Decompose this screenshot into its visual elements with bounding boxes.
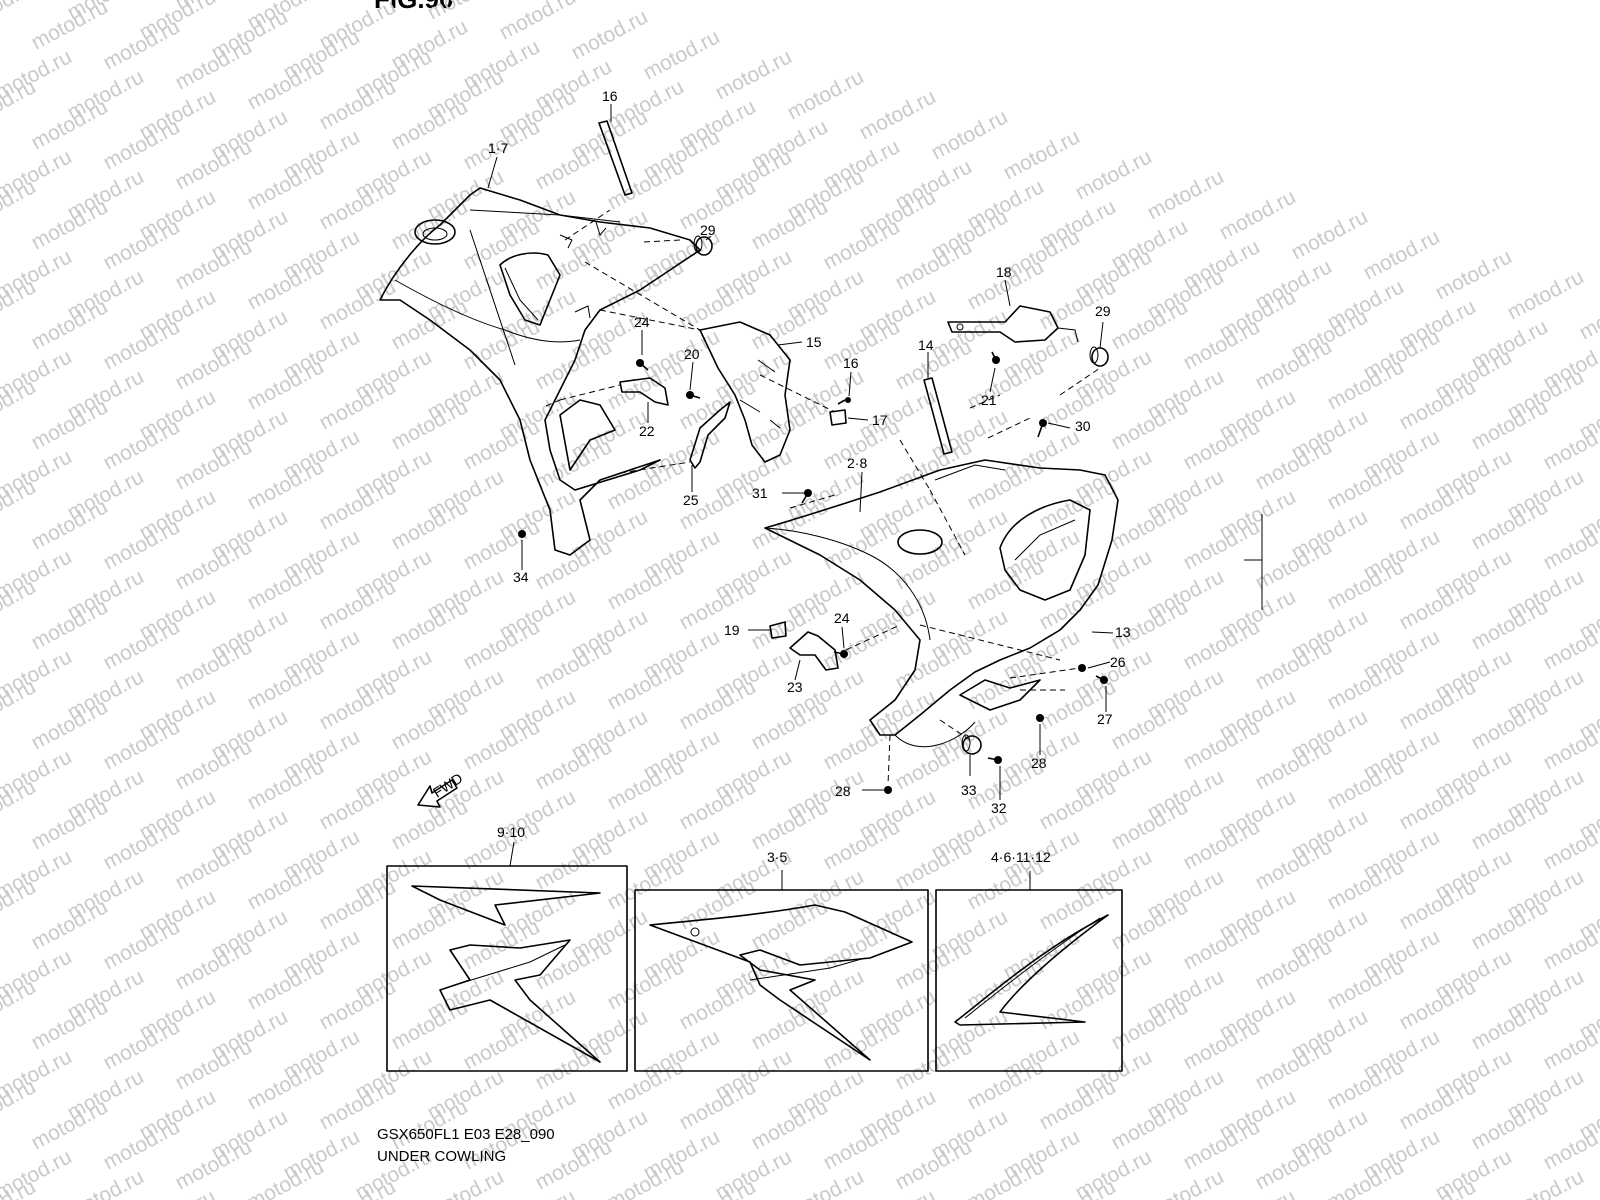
- collar-33: [961, 734, 982, 755]
- screw-27: [1095, 675, 1108, 684]
- watermark-text: motod.ru: [928, 105, 1012, 164]
- callout-21: 21: [981, 392, 997, 408]
- callout-14: 14: [918, 337, 934, 353]
- callout-3-5: 3·5: [767, 849, 787, 865]
- screw-21: [991, 351, 1000, 364]
- screw-26: [1078, 664, 1086, 672]
- inset-box-3-5: [634, 889, 929, 1072]
- screw-28-right: [1036, 714, 1044, 722]
- screw-31: [801, 489, 812, 504]
- watermark-text: motod.ru: [784, 1165, 868, 1200]
- grommet-29-left: [693, 235, 713, 256]
- strip-16: [598, 120, 633, 196]
- callout-23: 23: [787, 679, 803, 695]
- strip-14: [923, 377, 953, 455]
- leader-lines: [487, 104, 1263, 890]
- watermark-text: motod.ru: [1360, 225, 1444, 284]
- bracket-23: [789, 631, 839, 671]
- watermark-text: motod.ru: [1072, 145, 1156, 204]
- callout-26: 26: [1110, 654, 1126, 670]
- watermark-text: motod.ru: [1216, 185, 1300, 244]
- screw-34: [518, 530, 526, 538]
- watermark-text: motod.ru: [1432, 245, 1516, 304]
- callout-30: 30: [1075, 418, 1091, 434]
- clip-19: [769, 621, 787, 639]
- callout-16-mid: 16: [843, 355, 859, 371]
- watermark-text: motod.ru: [64, 1165, 148, 1200]
- callout-29-left: 29: [700, 222, 716, 238]
- model-code: GSX650FL1 E03 E28_090: [377, 1126, 555, 1143]
- callout-22: 22: [639, 423, 655, 439]
- screw-32: [987, 756, 1002, 764]
- callout-28-left: 28: [835, 783, 851, 799]
- bracket-18: [947, 305, 1059, 343]
- callout-9-10: 9·10: [497, 824, 525, 840]
- callout-labels: 16 1·7 29 18 29 15 24 20 16 14 17 22 21 …: [488, 88, 1131, 865]
- watermark-text: motod.ru: [1504, 1165, 1588, 1200]
- callout-24-right: 24: [834, 610, 850, 626]
- screw-30: [1037, 419, 1047, 438]
- callout-13: 13: [1115, 624, 1131, 640]
- watermark-text: motod.ru: [496, 0, 580, 44]
- callout-29-right: 29: [1095, 303, 1111, 319]
- watermark-text: motod.ru: [784, 65, 868, 124]
- screw-16-b: [837, 397, 851, 405]
- watermark-text: motod.ru: [424, 0, 508, 24]
- watermark-text: motod.ru: [1288, 205, 1372, 264]
- assembly-lines: [545, 209, 1101, 786]
- callout-33: 33: [961, 782, 977, 798]
- callout-27: 27: [1097, 711, 1113, 727]
- inset-box-9-10: [386, 865, 628, 1072]
- section-title: UNDER COWLING: [377, 1148, 507, 1165]
- callout-32: 32: [991, 800, 1007, 816]
- callout-17: 17: [872, 412, 888, 428]
- watermark-text: motod.ru: [640, 25, 724, 84]
- watermark-text: motod.ru: [712, 45, 796, 104]
- screw-28-left: [884, 786, 892, 794]
- watermark-text: motod.ru: [1144, 1165, 1228, 1200]
- bracket-25: [689, 401, 731, 469]
- grommet-29-right: [1089, 346, 1109, 367]
- watermark-text: motod.ru: [856, 85, 940, 144]
- right-under-cowling: [764, 459, 1119, 748]
- callout-20: 20: [684, 346, 700, 362]
- watermark-text: motod.ru: [1000, 125, 1084, 184]
- callout-1-7: 1·7: [488, 140, 508, 156]
- callout-31: 31: [752, 485, 768, 501]
- callout-34: 34: [513, 569, 529, 585]
- callout-18: 18: [996, 264, 1012, 280]
- watermark-text: motod.ru: [1144, 165, 1228, 224]
- screw-24-left: [636, 359, 649, 371]
- callout-2-8: 2·8: [847, 455, 867, 471]
- callout-19: 19: [724, 622, 740, 638]
- watermark-text: motod.ru: [424, 1165, 508, 1200]
- callout-28-right: 28: [1031, 755, 1047, 771]
- screw-20: [686, 391, 701, 399]
- watermark-text: motod.ru: [1504, 265, 1588, 324]
- callout-4-6-11-12: 4·6·11·12: [991, 849, 1051, 865]
- clip-17: [829, 409, 847, 426]
- figure-title: FIG.90: [374, 0, 453, 15]
- callout-16-top: 16: [602, 88, 618, 104]
- watermark-text: motod.ru: [0, 0, 40, 34]
- screw-24-right: [833, 650, 848, 658]
- inner-cover-15: [699, 321, 791, 463]
- callout-25: 25: [683, 492, 699, 508]
- callout-24-left: 24: [634, 314, 650, 330]
- watermark-text: motod.ru: [1576, 285, 1600, 344]
- bracket-22: [619, 377, 669, 406]
- callout-15: 15: [806, 334, 822, 350]
- inset-box-4-6-11-12: [935, 889, 1123, 1072]
- watermark-text: motod.ru: [568, 5, 652, 64]
